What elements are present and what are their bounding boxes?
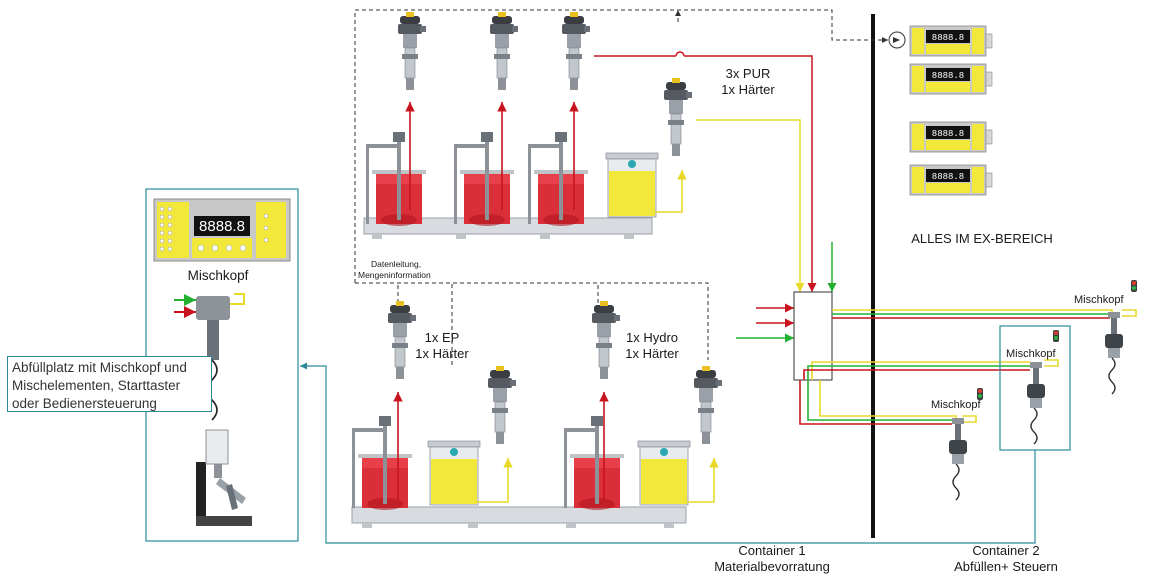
- pump-pur-1: [397, 11, 427, 91]
- resin-tank-2: [454, 132, 514, 226]
- resin-tank-3: [528, 132, 588, 226]
- callout-line-2: Mischelementen, Starttaster: [12, 378, 181, 393]
- lamp-2-icon: [1053, 330, 1059, 342]
- callout-line-1: Abfüllplatz mit Mischkopf und: [12, 360, 187, 375]
- module-2-frame: [351, 506, 687, 528]
- counter-2: [909, 63, 993, 95]
- pur-label-line-2: 1x Härter: [721, 82, 775, 97]
- callout-line-3: oder Bedienersteuerung: [12, 396, 157, 411]
- counter-4: [909, 164, 993, 196]
- filling-station-callout: Abfüllplatz mit Mischkopf und Mischeleme…: [7, 356, 212, 412]
- mixhead-label-3: Mischkopf: [931, 399, 981, 411]
- pump-hardener-1: [663, 77, 693, 157]
- hydro-hardener-tank: [637, 440, 691, 506]
- suction-lines: [393, 102, 609, 500]
- mixhead-label-2: Mischkopf: [1006, 348, 1056, 360]
- container-2-label-line-2: Abfüllen+ Steuern: [954, 559, 1058, 574]
- counter-3: [909, 121, 993, 153]
- control-line: [300, 362, 1036, 544]
- counter-1: [909, 25, 993, 57]
- pump-pur-2: [489, 11, 519, 91]
- container-1-label-line-2: Materialbevorratung: [714, 559, 830, 574]
- feed-lines: [594, 51, 837, 343]
- ep-resin-tank: [352, 416, 412, 510]
- data-lines: [354, 9, 888, 365]
- hydro-label-line-1: 1x Hydro: [626, 330, 678, 345]
- pump-ep-hardener: [487, 365, 517, 445]
- pump-hydro: [591, 300, 621, 380]
- hardener-suction-lines: [476, 170, 719, 503]
- hydro-label-line-2: 1x Härter: [625, 346, 679, 361]
- hydro-resin-tank: [564, 416, 624, 510]
- panel-display: 8888.8: [199, 218, 245, 235]
- lamp-1-icon: [1131, 280, 1137, 292]
- mixhead-1: [1104, 311, 1124, 395]
- ep-hardener-tank: [427, 440, 481, 506]
- station-mixhead-label: Mischkopf: [188, 268, 249, 283]
- spray-gun-stand: [196, 429, 252, 526]
- resin-tank-1: [366, 132, 426, 226]
- data-line-label-line-1: Datenleitung,: [371, 259, 421, 269]
- mixhead-2: [1026, 361, 1046, 445]
- pump-pur-3: [561, 11, 591, 91]
- mixhead-3: [948, 417, 968, 501]
- ep-label-line-2: 1x Härter: [415, 346, 469, 361]
- ex-area-label: ALLES IM EX-BEREICH: [911, 231, 1053, 246]
- pur-label-line-1: 3x PUR: [726, 66, 771, 81]
- pump-hydro-hardener: [693, 365, 723, 445]
- data-line-label-line-2: Mengeninformation: [358, 270, 431, 280]
- mixhead-lines: [799, 309, 1137, 425]
- pump-ep: [387, 300, 417, 380]
- flow-sensor-icon: [888, 31, 906, 49]
- container-1-label-line-1: Container 1: [738, 543, 805, 558]
- control-panel: [153, 198, 291, 262]
- hardener-tank-1: [605, 152, 659, 218]
- station-mixhead: [174, 293, 245, 421]
- container-2-label-line-1: Container 2: [972, 543, 1039, 558]
- ep-label-line-1: 1x EP: [425, 330, 460, 345]
- mixhead-label-1: Mischkopf: [1074, 294, 1124, 306]
